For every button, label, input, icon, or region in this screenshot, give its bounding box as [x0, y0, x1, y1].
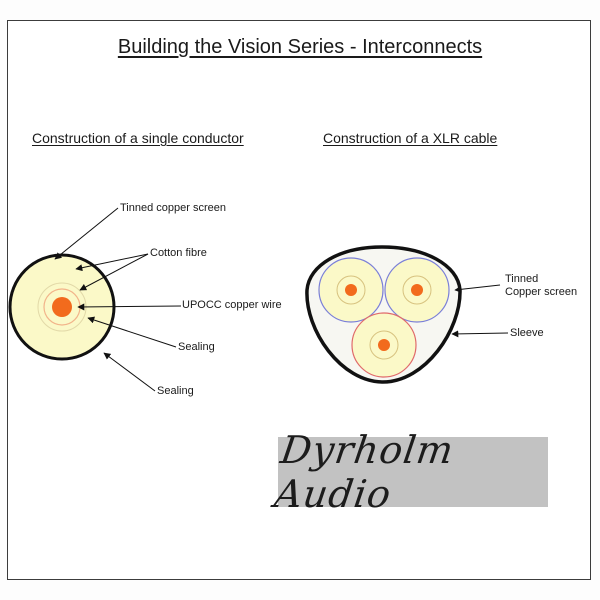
label-sleeve: Sleeve: [510, 327, 544, 339]
xlr-conductor-3: [351, 312, 417, 378]
xlr-conductor-3-fibre-ring: [369, 330, 399, 360]
arrow-sealing-inner: [87, 316, 177, 348]
xlr-cable-crosssection: [305, 245, 462, 384]
xlr-conductor-1: [318, 257, 384, 323]
logo-text: Dyrholm Audio: [271, 428, 457, 516]
arrow-upocc-copper-wire: [77, 303, 182, 311]
page-title: Building the Vision Series - Interconnec…: [117, 36, 483, 58]
xlr-conductor-1-fibre-ring: [336, 275, 366, 305]
arrow-sleeve: [451, 330, 509, 338]
xlr-conductor-1-core: [345, 284, 357, 296]
arrow-cotton-fibre-2: [79, 253, 149, 291]
label-cotton-fibre: Cotton fibre: [150, 247, 207, 259]
label-tinned-copper-screen: Tinned copper screen: [120, 202, 226, 214]
xlr-cable-arrows: [451, 284, 509, 338]
label-sealing-outer: Sealing: [157, 385, 194, 397]
single-conductor-arrows: [54, 207, 182, 392]
logo: Dyrholm Audio: [272, 428, 548, 516]
label-tinned: Tinned: [505, 273, 539, 285]
xlr-conductor-2-fibre-ring: [402, 275, 432, 305]
arrow-tinned-copper-screen: [54, 207, 119, 260]
label-sealing-inner: Sealing: [178, 341, 215, 353]
xlr-conductor-2: [384, 257, 450, 323]
xlr-conductor-2-core: [411, 284, 423, 296]
label-upocc-copper-wire: UPOCC copper wire: [182, 299, 282, 311]
arrow-sealing-outer: [103, 352, 156, 392]
upocc-copper-core: [52, 297, 72, 317]
label-copper-screen: Copper screen: [505, 286, 578, 298]
arrow-tinned-copper-screen-xlr: [454, 284, 501, 293]
xlr-cable-heading: Construction of a XLR cable: [323, 130, 498, 146]
single-conductor-heading: Construction of a single conductor: [32, 130, 244, 146]
arrow-cotton-fibre-1: [75, 253, 149, 272]
xlr-conductor-3-core: [378, 339, 390, 351]
